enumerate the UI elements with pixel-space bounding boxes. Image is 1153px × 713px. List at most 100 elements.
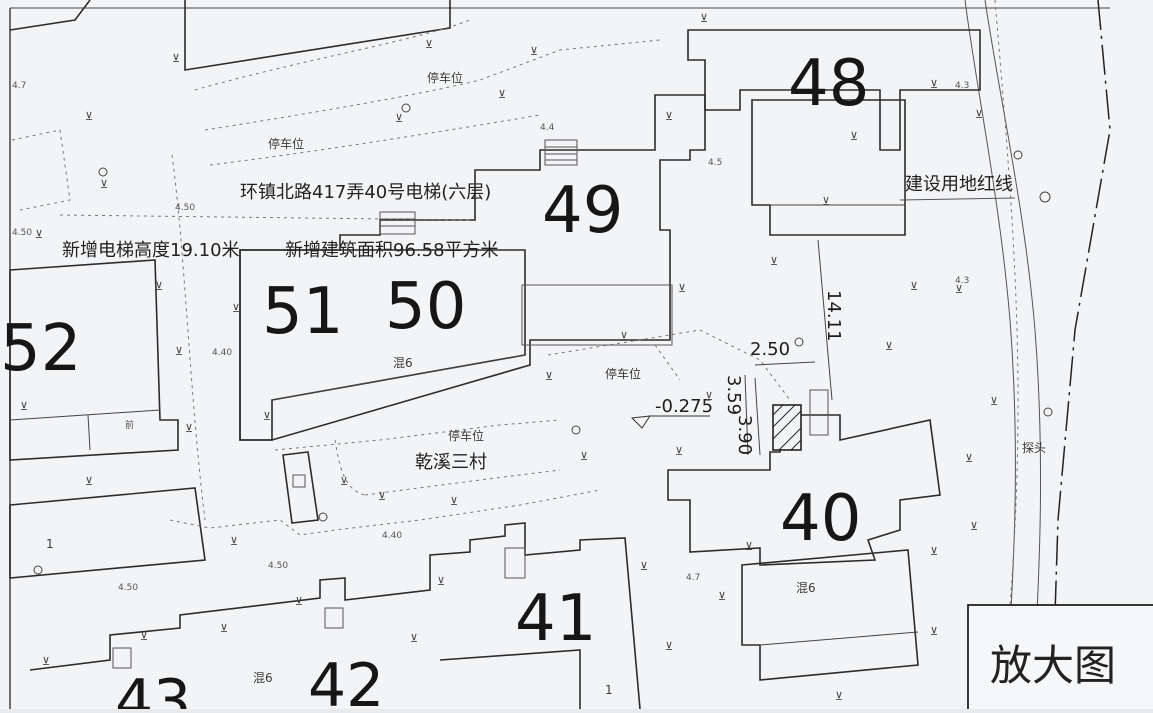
elevation-12: 4.7 bbox=[12, 81, 26, 91]
project-title: 环镇北路417弄40号电梯(六层) bbox=[240, 182, 491, 203]
svg-text:⊻: ⊻ bbox=[437, 575, 445, 588]
svg-text:⊻: ⊻ bbox=[675, 445, 683, 458]
svg-text:⊻: ⊻ bbox=[700, 12, 708, 25]
building-number-50: 50 bbox=[385, 270, 466, 344]
building-corner bbox=[9, 0, 91, 31]
svg-text:⊻: ⊻ bbox=[425, 38, 433, 51]
path-9 bbox=[334, 439, 366, 496]
building-41-inner bbox=[439, 649, 581, 709]
dimension-14-11: 14.11 bbox=[823, 290, 844, 342]
svg-text:⊻: ⊻ bbox=[718, 590, 726, 603]
building-top-left bbox=[184, 0, 451, 71]
svg-text:⊻: ⊻ bbox=[930, 625, 938, 638]
lamp-symbols bbox=[33, 103, 1053, 575]
svg-text:⊻: ⊻ bbox=[665, 110, 673, 123]
elevation-5: 4.50 bbox=[268, 561, 288, 571]
svg-text:⊻: ⊻ bbox=[378, 490, 386, 503]
svg-text:⊻: ⊻ bbox=[835, 690, 843, 703]
svg-text:⊻: ⊻ bbox=[230, 535, 238, 548]
building-bottom-left bbox=[9, 487, 206, 579]
manhole-label: 探头 bbox=[1022, 441, 1046, 455]
building-40-outline bbox=[667, 414, 941, 566]
path-11 bbox=[171, 154, 206, 521]
building-49-50-51-outline bbox=[239, 94, 706, 441]
svg-text:⊻: ⊻ bbox=[930, 545, 938, 558]
parking-label-2: 停车位 bbox=[268, 136, 304, 151]
red-line-label: 建设用地红线 bbox=[905, 174, 1013, 195]
building-number-40: 40 bbox=[780, 482, 861, 556]
svg-text:⊻: ⊻ bbox=[100, 178, 108, 191]
building-number-48: 48 bbox=[788, 47, 869, 121]
svg-text:⊻: ⊻ bbox=[910, 280, 918, 293]
svg-text:⊻: ⊻ bbox=[640, 560, 648, 573]
level-value: -0.275 bbox=[655, 396, 713, 417]
front-marker: 前 bbox=[125, 419, 134, 431]
svg-text:⊻: ⊻ bbox=[580, 450, 588, 463]
dim-line-3-90 bbox=[754, 377, 761, 456]
path-5 bbox=[59, 214, 471, 221]
dimension-3-90: 3.90 bbox=[734, 415, 755, 455]
path-1 bbox=[194, 19, 471, 91]
new-elevator-hatch bbox=[772, 404, 802, 451]
elevation-1: 4.50 bbox=[175, 203, 195, 213]
svg-text:⊻: ⊻ bbox=[665, 640, 673, 653]
svg-text:⊻: ⊻ bbox=[990, 395, 998, 408]
building-number-42: 42 bbox=[308, 651, 384, 709]
svg-text:⊻: ⊻ bbox=[930, 78, 938, 91]
svg-text:⊻: ⊻ bbox=[450, 495, 458, 508]
svg-text:⊻: ⊻ bbox=[295, 595, 303, 608]
fence-line bbox=[994, 0, 1019, 710]
svg-text:⊻: ⊻ bbox=[340, 475, 348, 488]
elevation-11: 4.7 bbox=[686, 573, 700, 583]
neighborhood-label: 乾溪三村 bbox=[415, 452, 487, 473]
svg-text:⊻: ⊻ bbox=[745, 540, 753, 553]
building-40-block bbox=[741, 549, 919, 681]
svg-text:⊻: ⊻ bbox=[220, 622, 228, 635]
svg-text:⊻: ⊻ bbox=[185, 422, 193, 435]
unit-number-1b: 1 bbox=[605, 683, 613, 697]
path-6 bbox=[547, 329, 791, 401]
svg-text:⊻: ⊻ bbox=[172, 52, 180, 65]
enlarged-view-label: 放大图 bbox=[990, 641, 1116, 690]
elevator-height-label: 新增电梯高度19.10米 bbox=[62, 240, 240, 261]
building-number-51: 51 bbox=[262, 275, 343, 349]
svg-text:⊻: ⊻ bbox=[155, 280, 163, 293]
svg-text:⊻: ⊻ bbox=[35, 228, 43, 241]
svg-text:⊻: ⊻ bbox=[263, 410, 271, 423]
dimension-3-59: 3.59 bbox=[723, 375, 744, 415]
building-41-42-outline bbox=[29, 522, 641, 710]
building-48-outline bbox=[687, 29, 981, 151]
building-49-wing bbox=[521, 284, 673, 346]
unit-number-1: 1 bbox=[46, 537, 54, 551]
path-8 bbox=[364, 469, 561, 496]
svg-text:⊻: ⊻ bbox=[975, 108, 983, 121]
small-structure bbox=[282, 451, 319, 524]
svg-text:⊻: ⊻ bbox=[705, 390, 713, 403]
red-line-boundary bbox=[1051, 0, 1111, 710]
dim-line-14-11 bbox=[817, 239, 833, 401]
elevation-3: 4.40 bbox=[212, 348, 232, 358]
path-3 bbox=[209, 114, 541, 166]
elevation-7: 4.4 bbox=[540, 123, 555, 133]
parking-label-3: 停车位 bbox=[605, 366, 641, 381]
svg-text:⊻: ⊻ bbox=[620, 330, 628, 343]
red-line-leader bbox=[899, 197, 1016, 201]
svg-text:⊻: ⊻ bbox=[965, 452, 973, 465]
dim-line-2-50 bbox=[754, 361, 816, 366]
svg-text:⊻: ⊻ bbox=[232, 302, 240, 315]
structure-label-40: 混6 bbox=[796, 581, 816, 595]
building-number-52: 52 bbox=[0, 312, 81, 386]
svg-text:⊻: ⊻ bbox=[85, 475, 93, 488]
svg-text:⊻: ⊻ bbox=[530, 45, 538, 58]
elevation-2: 4.50 bbox=[12, 228, 32, 238]
building-number-41: 41 bbox=[515, 582, 596, 656]
svg-text:⊻: ⊻ bbox=[545, 370, 553, 383]
parking-label-4: 停车位 bbox=[448, 428, 484, 443]
elevation-9: 4.3 bbox=[955, 81, 969, 91]
elevation-4: 4.40 bbox=[382, 531, 402, 541]
parking-label-1: 停车位 bbox=[427, 70, 463, 85]
svg-text:⊻: ⊻ bbox=[175, 345, 183, 358]
elevation-10: 4.3 bbox=[955, 276, 969, 286]
floor-area-label: 新增建筑面积96.58平方米 bbox=[285, 240, 499, 261]
